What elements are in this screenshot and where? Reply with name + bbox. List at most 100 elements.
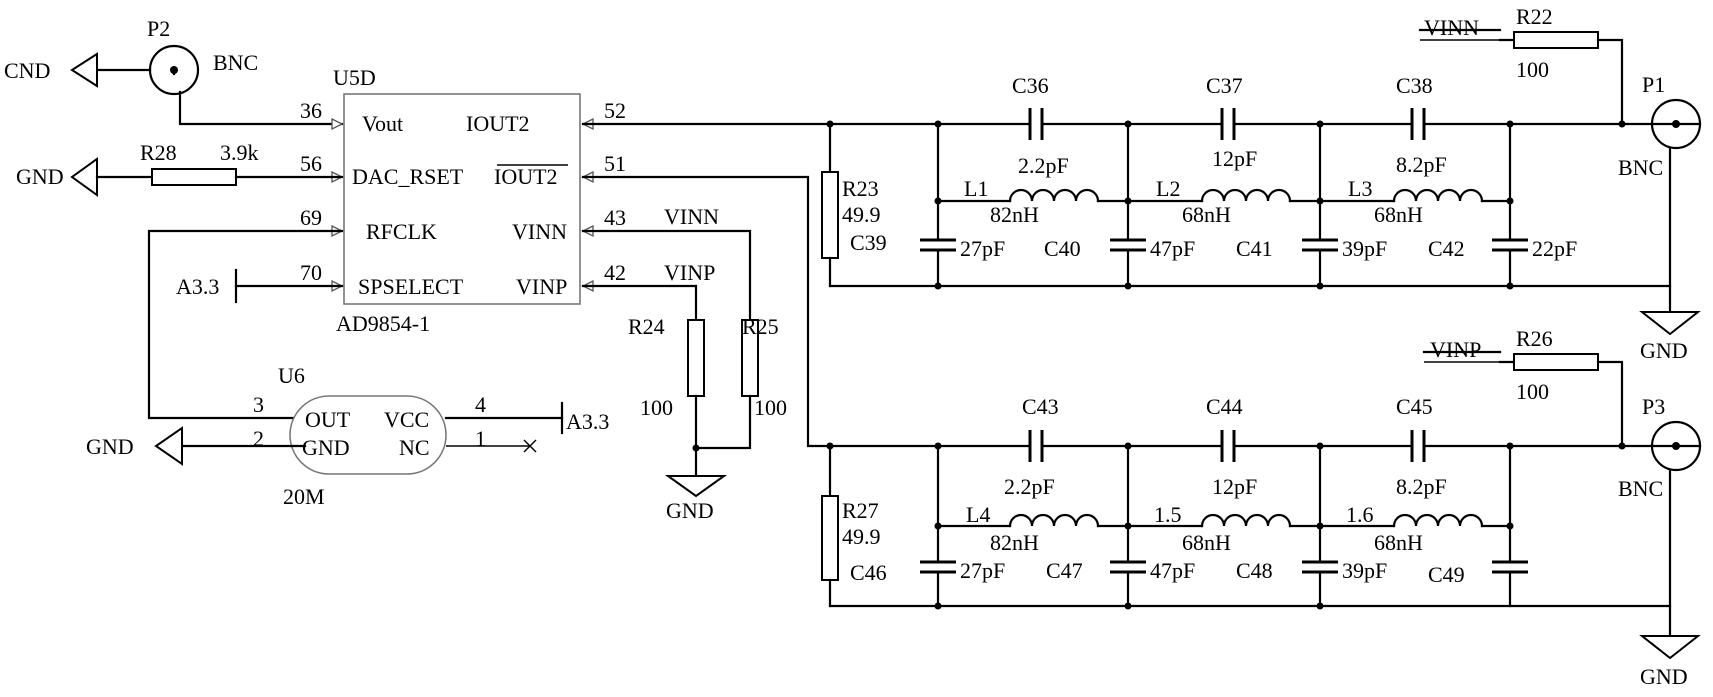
c42-value-label: 22pF	[1532, 236, 1577, 261]
l3-value-label: 68nH	[1374, 202, 1423, 227]
c46-value-label: 27pF	[960, 558, 1005, 583]
p1-ground-symbol	[1639, 311, 1701, 336]
u5d-pin-num: 42	[604, 260, 626, 285]
r28-ref-label: R28	[140, 140, 177, 165]
u6-value-label: 20M	[283, 484, 325, 509]
r27-ref-label: R27	[842, 498, 879, 523]
c40-value-label: 47pF	[1150, 236, 1195, 261]
l5-ref-label: 1.5	[1154, 502, 1182, 527]
l4-ref-label: L4	[966, 502, 990, 527]
u6-pin-num: 3	[253, 392, 264, 417]
c44-ref-label: C44	[1206, 394, 1243, 419]
c49-ref-label: C49	[1428, 562, 1465, 587]
r25-value-label: 100	[754, 395, 787, 420]
u6-pin-name: GND	[302, 435, 350, 460]
u5d-pin-name: SPSELECT	[358, 274, 464, 299]
c36-value-label: 2.2pF	[1018, 153, 1069, 178]
vinn-net-label: VINN	[664, 204, 719, 229]
r25-ref-label: R25	[742, 314, 779, 339]
spselect-a33-label: A3.3	[176, 274, 219, 299]
p3-type-label: BNC	[1618, 476, 1663, 501]
c48-value-label: 39pF	[1342, 558, 1387, 583]
c39-ref-label: C39	[850, 230, 887, 255]
c42-ref-label: C42	[1428, 236, 1465, 261]
u5d-pin-name: DAC_RSET	[352, 164, 464, 189]
r22-value-label: 100	[1516, 57, 1549, 82]
u5d-ref-label: U5D	[333, 65, 376, 90]
u5d-pin-name: VINN	[512, 219, 567, 244]
u5d-pin-name: Vout	[362, 111, 403, 136]
p2-ref-label: P2	[147, 16, 170, 41]
l2-inductor	[1200, 188, 1292, 203]
u5d-part-label: AD9854-1	[336, 311, 430, 336]
c40-ref-label: C40	[1044, 236, 1081, 261]
p2-bnc-connector	[148, 44, 200, 96]
r23-ref-label: R23	[842, 176, 879, 201]
l2-ref-label: L2	[1156, 176, 1180, 201]
u5d-pin-name: VINP	[516, 274, 567, 299]
u5d-pin-name: RFCLK	[366, 219, 437, 244]
u6-pin-name: NC	[399, 435, 430, 460]
r26-resistor	[1513, 353, 1599, 371]
u5d-pin-num: 69	[300, 205, 322, 230]
l5-value-label: 68nH	[1182, 530, 1231, 555]
c37-value-label: 12pF	[1212, 146, 1257, 171]
p3-ground-symbol	[1639, 635, 1701, 660]
r28-ground-symbol	[70, 157, 98, 197]
c47-ref-label: C47	[1046, 558, 1083, 583]
r23-resistor	[821, 171, 839, 259]
top-filter: R23 49.9	[821, 108, 1672, 290]
l3-ref-label: L3	[1348, 176, 1372, 201]
r24-ref-label: R24	[628, 314, 665, 339]
p1-type-label: BNC	[1618, 155, 1663, 180]
c41-ref-label: C41	[1236, 236, 1273, 261]
u5d-pin-num: 52	[604, 98, 626, 123]
c39-value-label: 27pF	[960, 236, 1005, 261]
r24-ground-symbol	[664, 475, 728, 498]
p3-bnc-connector	[1650, 420, 1702, 472]
u6-pin-num: 2	[253, 426, 264, 451]
r28-resistor	[151, 168, 237, 186]
c45-ref-label: C45	[1396, 394, 1433, 419]
u6-ref-label: U6	[278, 363, 305, 388]
u5d-pin-num: 43	[604, 205, 626, 230]
u6-gnd-label: GND	[86, 434, 134, 459]
r24-resistor	[687, 319, 705, 397]
r28-gnd-label: GND	[16, 164, 64, 189]
c36-ref-label: C36	[1012, 73, 1049, 98]
u5d-chip-body	[343, 93, 581, 305]
u6-pin-name: OUT	[305, 407, 351, 432]
r26-vinp-label: VINP	[1430, 337, 1481, 362]
u6-oscillator-body	[289, 395, 447, 475]
u6-a33-label: A3.3	[566, 409, 609, 434]
u5d-pin-num: 70	[300, 260, 322, 285]
p2-net-label: CND	[4, 58, 50, 83]
l1-value-label: 82nH	[990, 202, 1039, 227]
c46-ref-label: C46	[850, 560, 887, 585]
p1-bnc-connector	[1650, 98, 1702, 150]
l6-value-label: 68nH	[1374, 530, 1423, 555]
c43-value-label: 2.2pF	[1004, 474, 1055, 499]
c48-ref-label: C48	[1236, 558, 1273, 583]
l6-ref-label: 1.6	[1346, 502, 1374, 527]
u5d-pin-name: IOUT2	[494, 164, 558, 189]
c41-value-label: 39pF	[1342, 236, 1387, 261]
p2-ground-symbol	[70, 52, 98, 88]
p3-gnd-label: GND	[1640, 664, 1688, 689]
l6-inductor	[1392, 513, 1484, 528]
l1-inductor	[1008, 188, 1100, 203]
u6-pin-num: 1	[475, 426, 486, 451]
r22-resistor	[1513, 31, 1599, 49]
r24-gnd-label: GND	[666, 498, 714, 523]
c44-value-label: 12pF	[1212, 474, 1257, 499]
p2-type-label: BNC	[213, 50, 258, 75]
l3-inductor	[1392, 188, 1484, 203]
r27-value-label: 49.9	[842, 524, 881, 549]
r28-value-label: 3.9k	[220, 140, 259, 165]
u5d-pin-num: 36	[300, 98, 322, 123]
c37-ref-label: C37	[1206, 73, 1243, 98]
c43-ref-label: C43	[1022, 394, 1059, 419]
l1-ref-label: L1	[964, 176, 988, 201]
u6-ground-symbol	[154, 426, 183, 466]
l4-inductor	[1008, 513, 1100, 528]
